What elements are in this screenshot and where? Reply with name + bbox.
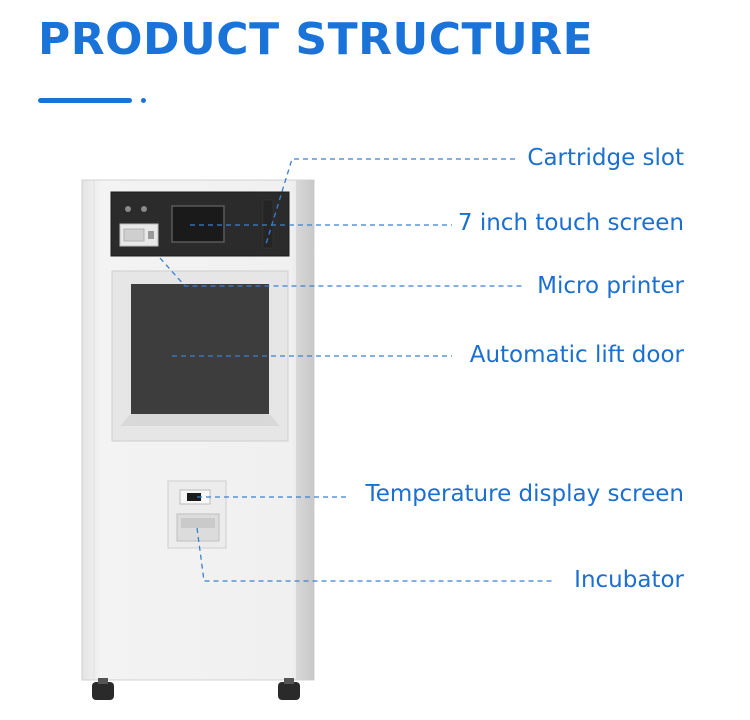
touch-screen-display [171, 205, 225, 243]
lower-module [167, 480, 227, 549]
leader-lines [159, 158, 555, 582]
wheels [92, 678, 300, 700]
label-incubator: Incubator [574, 567, 684, 593]
cartridge-slot-opening [262, 199, 274, 249]
indicator-light-1 [125, 206, 131, 212]
door-sill [120, 414, 280, 426]
wheel-right [278, 682, 300, 700]
leader-micro-printer [159, 257, 522, 287]
label-touch-screen: 7 inch touch screen [457, 210, 684, 236]
leader-cartridge-slot [265, 158, 515, 245]
title-underline [38, 98, 132, 103]
temperature-display [187, 493, 201, 501]
label-micro-printer: Micro printer [537, 273, 684, 299]
label-temperature-display: Temperature display screen [365, 481, 684, 507]
door-window [131, 284, 269, 414]
page-title: PRODUCT STRUCTURE [38, 14, 594, 65]
cabinet-side [296, 180, 314, 680]
label-lift-door: Automatic lift door [469, 342, 684, 368]
wheel-left [92, 682, 114, 700]
control-panel [110, 191, 290, 257]
title-underline-dot [141, 98, 146, 103]
indicator-light-2 [141, 206, 147, 212]
label-cartridge-slot: Cartridge slot [527, 145, 684, 171]
